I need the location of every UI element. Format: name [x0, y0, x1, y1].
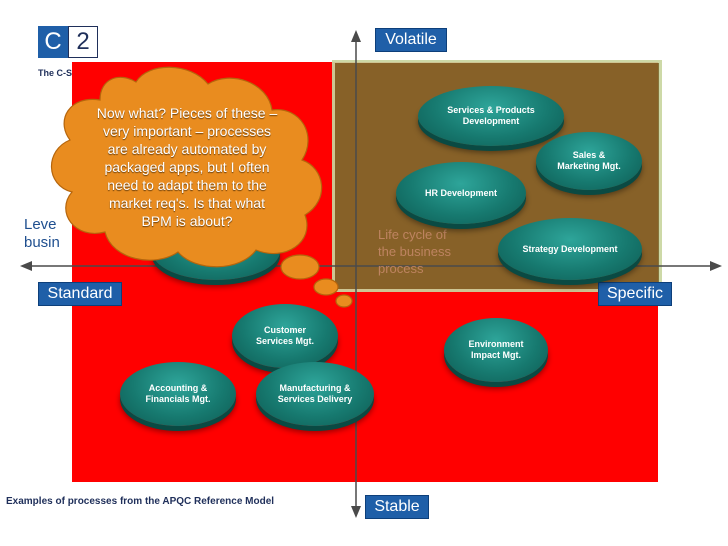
process-services-products-development: Services & Products Development: [418, 86, 564, 146]
logo-number: 2: [68, 26, 98, 58]
process-hr-development: HR Development: [396, 162, 526, 224]
process-accounting-financials: Accounting & Financials Mgt.: [120, 362, 236, 426]
process-strategy-development: Strategy Development: [498, 218, 642, 280]
process-customer-services: Customer Services Mgt.: [232, 304, 338, 368]
logo-subtitle: The C-S Proj: [37, 68, 92, 78]
process-sales-marketing: Sales & Marketing Mgt.: [536, 132, 642, 190]
logo-letter: C: [38, 26, 68, 58]
axis-label-stable: Stable: [365, 495, 429, 519]
callout-text: Now what? Pieces of these – very importa…: [96, 105, 278, 229]
lifecycle-text: Life cycle of the business process: [378, 227, 451, 276]
process-manufacturing-services: Manufacturing & Services Delivery: [256, 362, 374, 426]
axis-label-volatile: Volatile: [375, 28, 447, 52]
level-business-text: Leve busin: [24, 216, 60, 251]
axis-label-standard: Standard: [38, 282, 122, 306]
process-environment-impact: Environment Impact Mgt.: [444, 318, 548, 382]
axis-label-specific: Specific: [598, 282, 672, 306]
footer-caption: Examples of processes from the APQC Refe…: [6, 496, 275, 507]
